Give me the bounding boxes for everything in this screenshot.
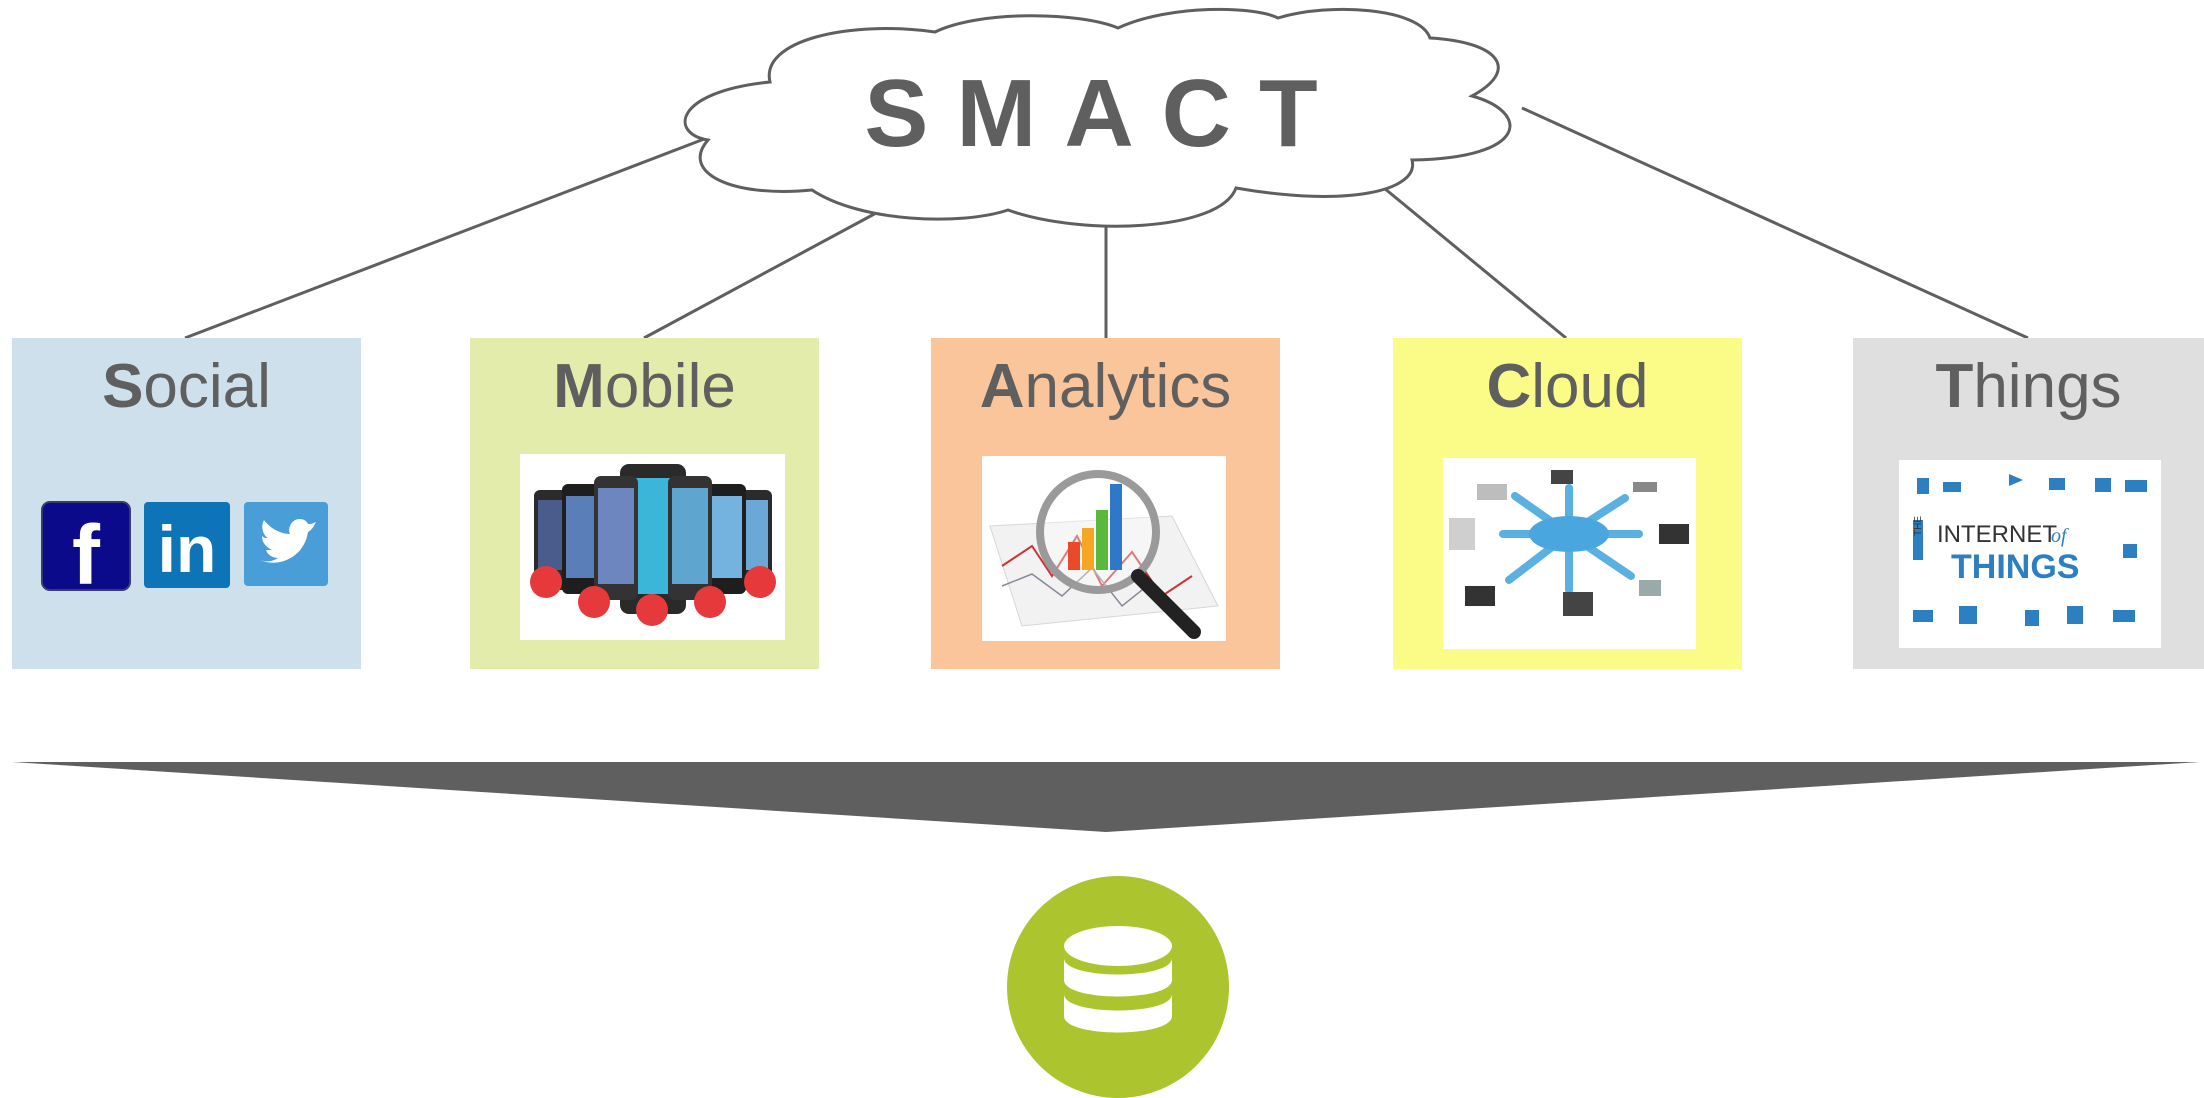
pillar-things-title: Things <box>1935 352 2122 421</box>
pillar-analytics-title: Analytics <box>979 352 1232 421</box>
pillar-cloud-title: Cloud <box>1486 352 1649 421</box>
database-icon <box>1064 926 1172 1033</box>
internet-of-things-image: THE INTERNET of THINGS <box>1899 460 2161 648</box>
pillar-analytics: Analytics <box>931 338 1280 669</box>
twitter-icon <box>244 502 328 586</box>
pillar-mobile: Mobile <box>470 338 819 669</box>
cloud-network-image <box>1443 458 1696 649</box>
linkedin-icon: in <box>144 502 230 588</box>
smartphones-image <box>520 454 785 640</box>
pillar-mobile-title: Mobile <box>553 352 736 421</box>
smact-title: SMACT <box>864 60 1346 167</box>
pillar-things: Things THE INTERNET of THINGS <box>1853 338 2204 669</box>
magnifier-chart-image <box>982 456 1226 641</box>
svg-text:THE: THE <box>1913 516 1924 536</box>
pillar-cloud: Cloud <box>1393 338 1742 669</box>
cloud-shape <box>683 7 1512 228</box>
svg-text:of: of <box>2051 525 2069 547</box>
database-circle <box>1007 876 1229 1098</box>
svg-text:f: f <box>72 508 101 592</box>
svg-text:INTERNET: INTERNET <box>1937 521 2057 548</box>
svg-text:THINGS: THINGS <box>1951 548 2079 586</box>
svg-text:in: in <box>158 512 217 586</box>
facebook-icon: f <box>40 500 132 602</box>
pillar-social-title: Social <box>102 352 271 421</box>
pillar-social: Social f in <box>12 338 361 669</box>
